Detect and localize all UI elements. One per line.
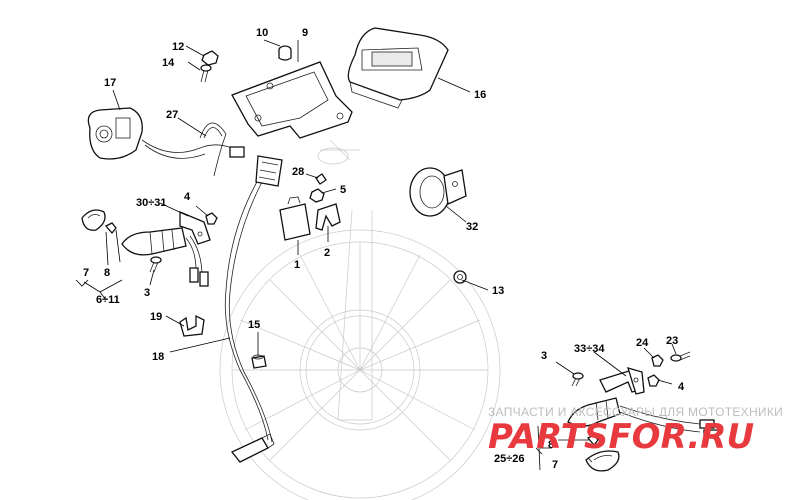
nut-12: [201, 50, 219, 66]
nut-5: [309, 188, 325, 203]
watermark-logo-left: PARTS: [488, 417, 608, 457]
right-indicator-body: [567, 397, 719, 439]
watermark-logo: PARTSFOR.RU: [488, 417, 754, 457]
handlebar-switch: [87, 107, 245, 160]
callout-3-left: 3: [144, 287, 150, 299]
callout-13: 13: [492, 285, 504, 297]
callout-33-34: 33÷34: [574, 343, 605, 355]
callout-17: 17: [104, 77, 116, 89]
clip-19: [179, 314, 205, 337]
right-nut-4: [647, 374, 660, 387]
horn: [409, 167, 467, 217]
left-nut-4: [205, 212, 218, 225]
callout-2: 2: [324, 247, 330, 259]
callout-8-right: 8: [548, 439, 554, 451]
callout-7-left: 7: [83, 267, 89, 279]
callout-6-11: 6÷11: [96, 294, 120, 306]
callout-16: 16: [474, 89, 486, 101]
callout-25-26: 25÷26: [494, 453, 525, 465]
right-indicator-bracket: [599, 367, 645, 395]
right-screw-3: [571, 372, 584, 387]
callout-19: 19: [150, 311, 162, 323]
left-indicator-bracket: [179, 211, 211, 245]
callout-3-right: 3: [541, 350, 547, 362]
callout-7-right: 7: [552, 459, 558, 471]
callout-27: 27: [166, 109, 178, 121]
screw-14: [200, 64, 212, 83]
screw-28: [315, 173, 327, 185]
cluster-bracket: [231, 61, 353, 139]
callout-15: 15: [248, 319, 260, 331]
left-screw-3: [149, 256, 162, 273]
wiring-harness: [224, 155, 283, 463]
callout-labels: 1 2 3 3 4 4 5 7 7 8 8 9 10 12 13 14 15 1…: [83, 27, 685, 471]
callout-18: 18: [152, 351, 164, 363]
callout-9: 9: [302, 27, 308, 39]
callout-32: 32: [466, 221, 478, 233]
callout-4-left: 4: [184, 191, 191, 203]
right-indicator-lens: [585, 450, 620, 472]
front-wheel-background: [219, 139, 501, 500]
callout-4-right: 4: [678, 381, 685, 393]
watermark-caption: ЗАПЧАСТИ И АКСЕССУАРЫ ДЛЯ МОТОТЕХНИКИ: [488, 405, 783, 419]
watermark: ЗАПЧАСТИ И АКСЕССУАРЫ ДЛЯ МОТОТЕХНИКИ PA…: [488, 405, 783, 457]
leader-lines: [75, 39, 677, 471]
callout-28: 28: [292, 166, 304, 178]
callout-24: 24: [636, 337, 649, 349]
callout-14: 14: [162, 57, 175, 69]
callout-5: 5: [340, 184, 346, 196]
callout-10: 10: [256, 27, 268, 39]
callout-23: 23: [666, 335, 678, 347]
watermark-logo-right: FOR.RU: [608, 417, 754, 457]
cable-tie: [199, 122, 227, 177]
left-indicator-lens: [81, 209, 106, 231]
right-nut-24: [651, 354, 664, 367]
left-indicator-screw: [104, 222, 117, 235]
instrument-cluster: [347, 27, 449, 109]
relay-bracket: [315, 203, 341, 231]
relay: [279, 196, 311, 241]
right-indicator-screw: [586, 434, 599, 447]
callout-8-left: 8: [104, 267, 110, 279]
grommet: [278, 45, 292, 61]
right-screw-23: [670, 351, 691, 362]
callout-1: 1: [294, 259, 300, 271]
left-indicator-body: [121, 227, 209, 287]
callout-30-31: 30÷31: [136, 197, 167, 209]
grommet-15: [251, 354, 267, 369]
callout-12: 12: [172, 41, 184, 53]
